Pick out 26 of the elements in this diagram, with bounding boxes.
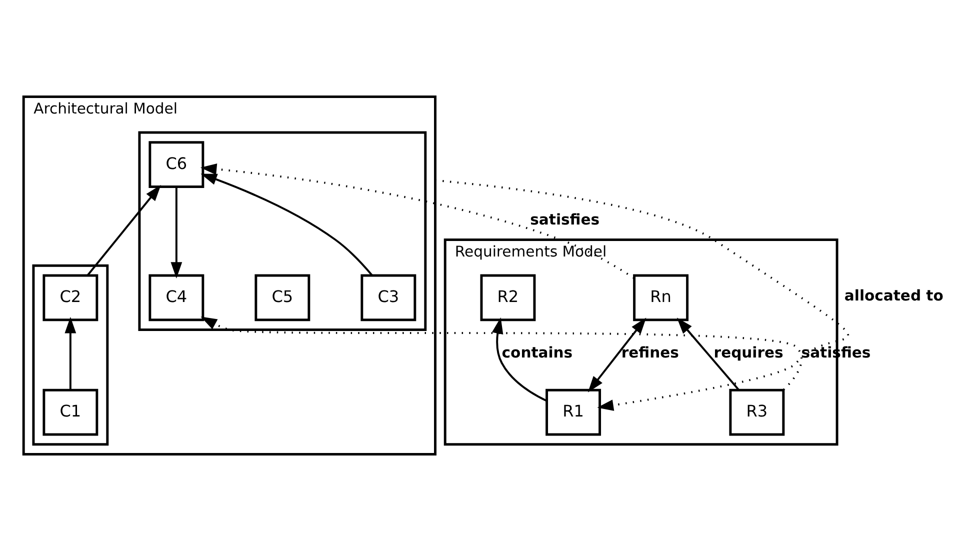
node-box: C3 — [360, 274, 416, 321]
edge-label: contains — [502, 344, 573, 362]
arrow — [170, 186, 182, 278]
arrow — [200, 163, 635, 278]
node-box: C1 — [42, 388, 98, 436]
arrow — [588, 317, 646, 392]
arrow — [200, 316, 802, 390]
node-box: R1 — [546, 388, 602, 436]
node-box: R2 — [480, 274, 536, 321]
node-box: C2 — [42, 274, 98, 321]
cluster — [32, 264, 109, 446]
node-box: C5 — [254, 274, 310, 321]
arrow — [492, 316, 547, 402]
arrow — [435, 178, 848, 410]
arrow — [676, 317, 740, 390]
edge-label: allocated to — [844, 286, 944, 304]
arrow — [200, 173, 373, 276]
arrow — [64, 316, 76, 390]
node-box: C6 — [148, 140, 204, 188]
edge-label: requires — [714, 344, 784, 362]
arrow — [86, 184, 161, 276]
edge-label: refines — [621, 344, 679, 362]
edge-label: satisfies — [530, 210, 600, 228]
node-box: R3 — [729, 388, 785, 436]
node-box: C4 — [148, 274, 204, 321]
node-box: Rn — [633, 274, 689, 321]
